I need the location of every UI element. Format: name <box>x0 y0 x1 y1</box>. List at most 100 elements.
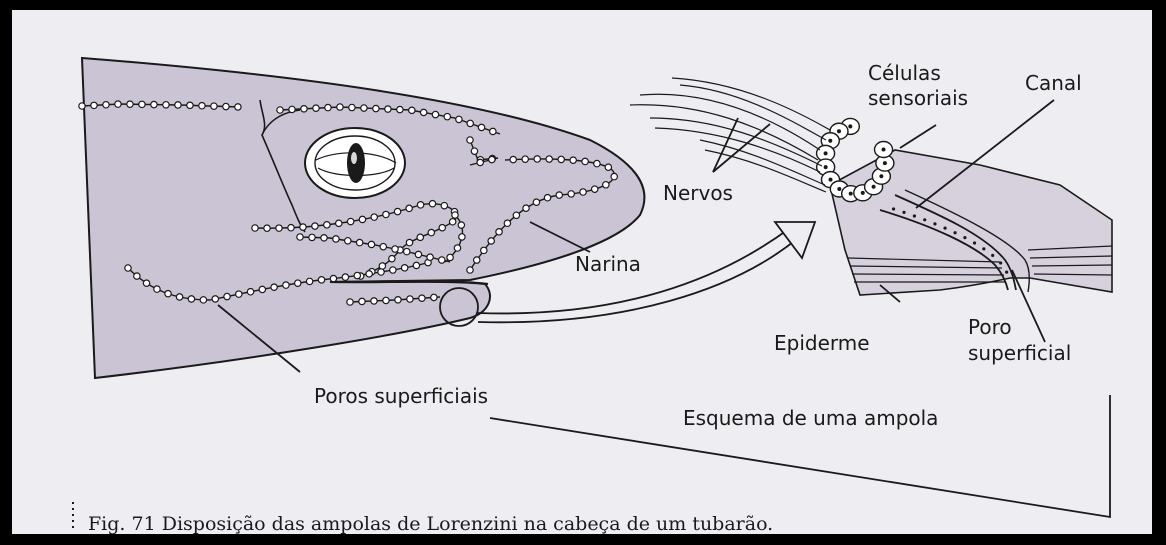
pore-dot <box>134 273 140 279</box>
pore-dot <box>371 298 377 304</box>
pore-dot <box>276 225 282 231</box>
pore-dot <box>496 229 502 235</box>
pore-dot <box>259 286 265 292</box>
pore-dot <box>301 106 307 112</box>
pore-dot <box>349 104 355 110</box>
pore-dot <box>556 192 562 198</box>
pore-dot <box>337 104 343 110</box>
pore-dot <box>330 275 336 281</box>
pore-dot <box>394 208 400 214</box>
pore-dot <box>125 265 131 271</box>
pore-dot <box>458 222 464 228</box>
canal-cell <box>913 214 916 217</box>
pore-dot <box>444 113 450 119</box>
pore-dot <box>312 223 318 229</box>
pore-dot <box>289 106 295 112</box>
pore-dot <box>395 297 401 303</box>
canal-cell <box>892 207 895 210</box>
pore-dot <box>371 214 377 220</box>
pore-dot <box>417 202 423 208</box>
pore-dot <box>236 291 242 297</box>
cell-nucleus <box>828 139 832 143</box>
pore-dot <box>467 137 473 143</box>
pore-dot <box>449 219 455 225</box>
pore-dot <box>490 128 496 134</box>
pore-dot <box>211 103 217 109</box>
pore-dot <box>605 164 611 170</box>
pore-dot <box>356 239 362 245</box>
pore-dot <box>568 191 574 197</box>
pore-dot <box>383 211 389 217</box>
canal-cell <box>982 247 985 250</box>
pore-dot <box>283 282 289 288</box>
pore-dot <box>347 218 353 224</box>
pore-dot <box>439 257 445 263</box>
pore-dot <box>397 106 403 112</box>
pore-dot <box>390 267 396 273</box>
canal-cell <box>999 261 1002 264</box>
pore-dot <box>154 286 160 292</box>
pore-dot <box>333 236 339 242</box>
pore-dot <box>139 101 145 107</box>
pore-dot <box>454 245 460 251</box>
pore-dot <box>313 105 319 111</box>
pore-dot <box>467 267 473 273</box>
label-nervos: Nervos <box>663 181 733 205</box>
pore-dot <box>406 205 412 211</box>
pore-dot <box>522 156 528 162</box>
pore-dot <box>404 248 410 254</box>
pore-dot <box>163 102 169 108</box>
pore-dot <box>420 109 426 115</box>
pore-dot <box>342 274 348 280</box>
pore-dot <box>467 120 473 126</box>
canal-cell <box>902 211 905 214</box>
pore-dot <box>471 148 477 154</box>
pore-dot <box>224 293 230 299</box>
pore-dot <box>115 101 121 107</box>
cell-nucleus <box>837 187 841 191</box>
canal-cell <box>923 218 926 221</box>
pore-dot <box>474 257 480 263</box>
pore-dot <box>380 243 386 249</box>
cell-nucleus <box>872 185 876 189</box>
pore-dot <box>235 104 241 110</box>
pore-dot <box>428 229 434 235</box>
cell-nucleus <box>882 147 886 151</box>
pore-dot <box>534 156 540 162</box>
cell-nucleus <box>848 124 852 128</box>
cell-nucleus <box>824 165 828 169</box>
figure-caption: Fig. 71 Disposição das ampolas de Lorenz… <box>88 513 773 535</box>
pore-dot <box>175 102 181 108</box>
pore-dot <box>127 101 133 107</box>
pore-dot <box>378 269 384 275</box>
canal-cell <box>953 231 956 234</box>
pore-dot <box>165 290 171 296</box>
pore-dot <box>533 199 539 205</box>
pore-dot <box>79 103 85 109</box>
pore-dot <box>366 271 372 277</box>
pore-dot <box>510 156 516 162</box>
pore-dot <box>223 103 229 109</box>
pore-dot <box>309 234 315 240</box>
pore-dot <box>504 220 510 226</box>
pore-dot <box>247 289 253 295</box>
pore-dot <box>345 238 351 244</box>
pore-dot <box>389 255 395 261</box>
pore-dot <box>452 212 458 218</box>
pore-dot <box>558 156 564 162</box>
cell-nucleus <box>824 151 828 155</box>
cell-nucleus <box>829 178 833 182</box>
pore-dot <box>477 159 483 165</box>
pore-dot <box>321 235 327 241</box>
pore-dot <box>429 200 435 206</box>
pore-dot <box>200 297 206 303</box>
pore-dot <box>361 105 367 111</box>
pore-dot <box>91 102 97 108</box>
pore-dot <box>432 111 438 117</box>
label-esquema: Esquema de uma ampola <box>683 406 938 430</box>
pore-dot <box>456 116 462 122</box>
pore-dot <box>318 277 324 283</box>
pore-dot <box>488 238 494 244</box>
pore-dot <box>151 101 157 107</box>
